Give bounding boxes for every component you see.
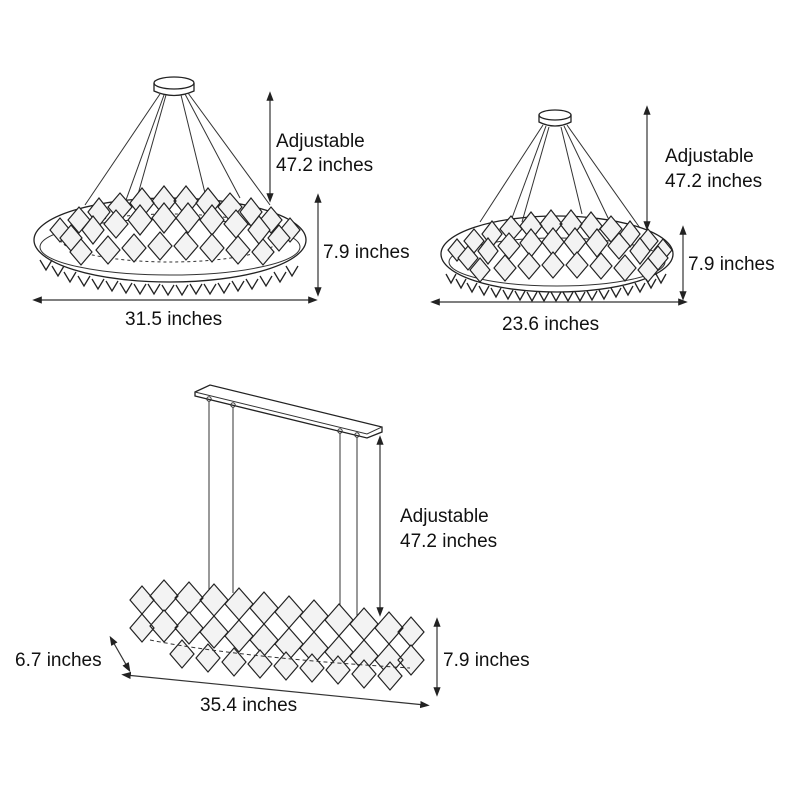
diameter-label-large: 31.5 inches <box>125 309 223 330</box>
adjustable-title-linear: Adjustable <box>400 506 489 527</box>
ceiling-canopy-small <box>538 109 572 127</box>
ceiling-bar-linear <box>194 384 383 439</box>
crystal-ring-small <box>440 209 674 303</box>
height-label-small: 7.9 inches <box>688 254 775 275</box>
suspension-wires-large <box>84 92 271 206</box>
diameter-label-small: 23.6 inches <box>502 314 600 335</box>
crystal-diamonds-large <box>39 185 301 297</box>
depth-arrow-linear <box>109 635 131 673</box>
adjustable-title-small: Adjustable <box>665 146 754 167</box>
height-label-large: 7.9 inches <box>323 242 410 263</box>
adjustable-value-large: 47.2 inches <box>276 155 374 176</box>
ceiling-canopy-large <box>153 76 195 97</box>
adjustable-value-linear: 47.2 inches <box>400 531 498 552</box>
adjustable-value-small: 47.2 inches <box>665 171 763 192</box>
depth-label-linear: 6.7 inches <box>15 650 102 671</box>
crystal-body-linear <box>129 579 425 691</box>
adjustable-title-large: Adjustable <box>276 131 365 152</box>
length-label-linear: 35.4 inches <box>200 695 298 716</box>
suspension-wires-small <box>479 124 641 229</box>
height-label-linear: 7.9 inches <box>443 650 530 671</box>
length-arrow-linear <box>121 671 430 709</box>
suspension-wires-linear <box>208 401 358 622</box>
